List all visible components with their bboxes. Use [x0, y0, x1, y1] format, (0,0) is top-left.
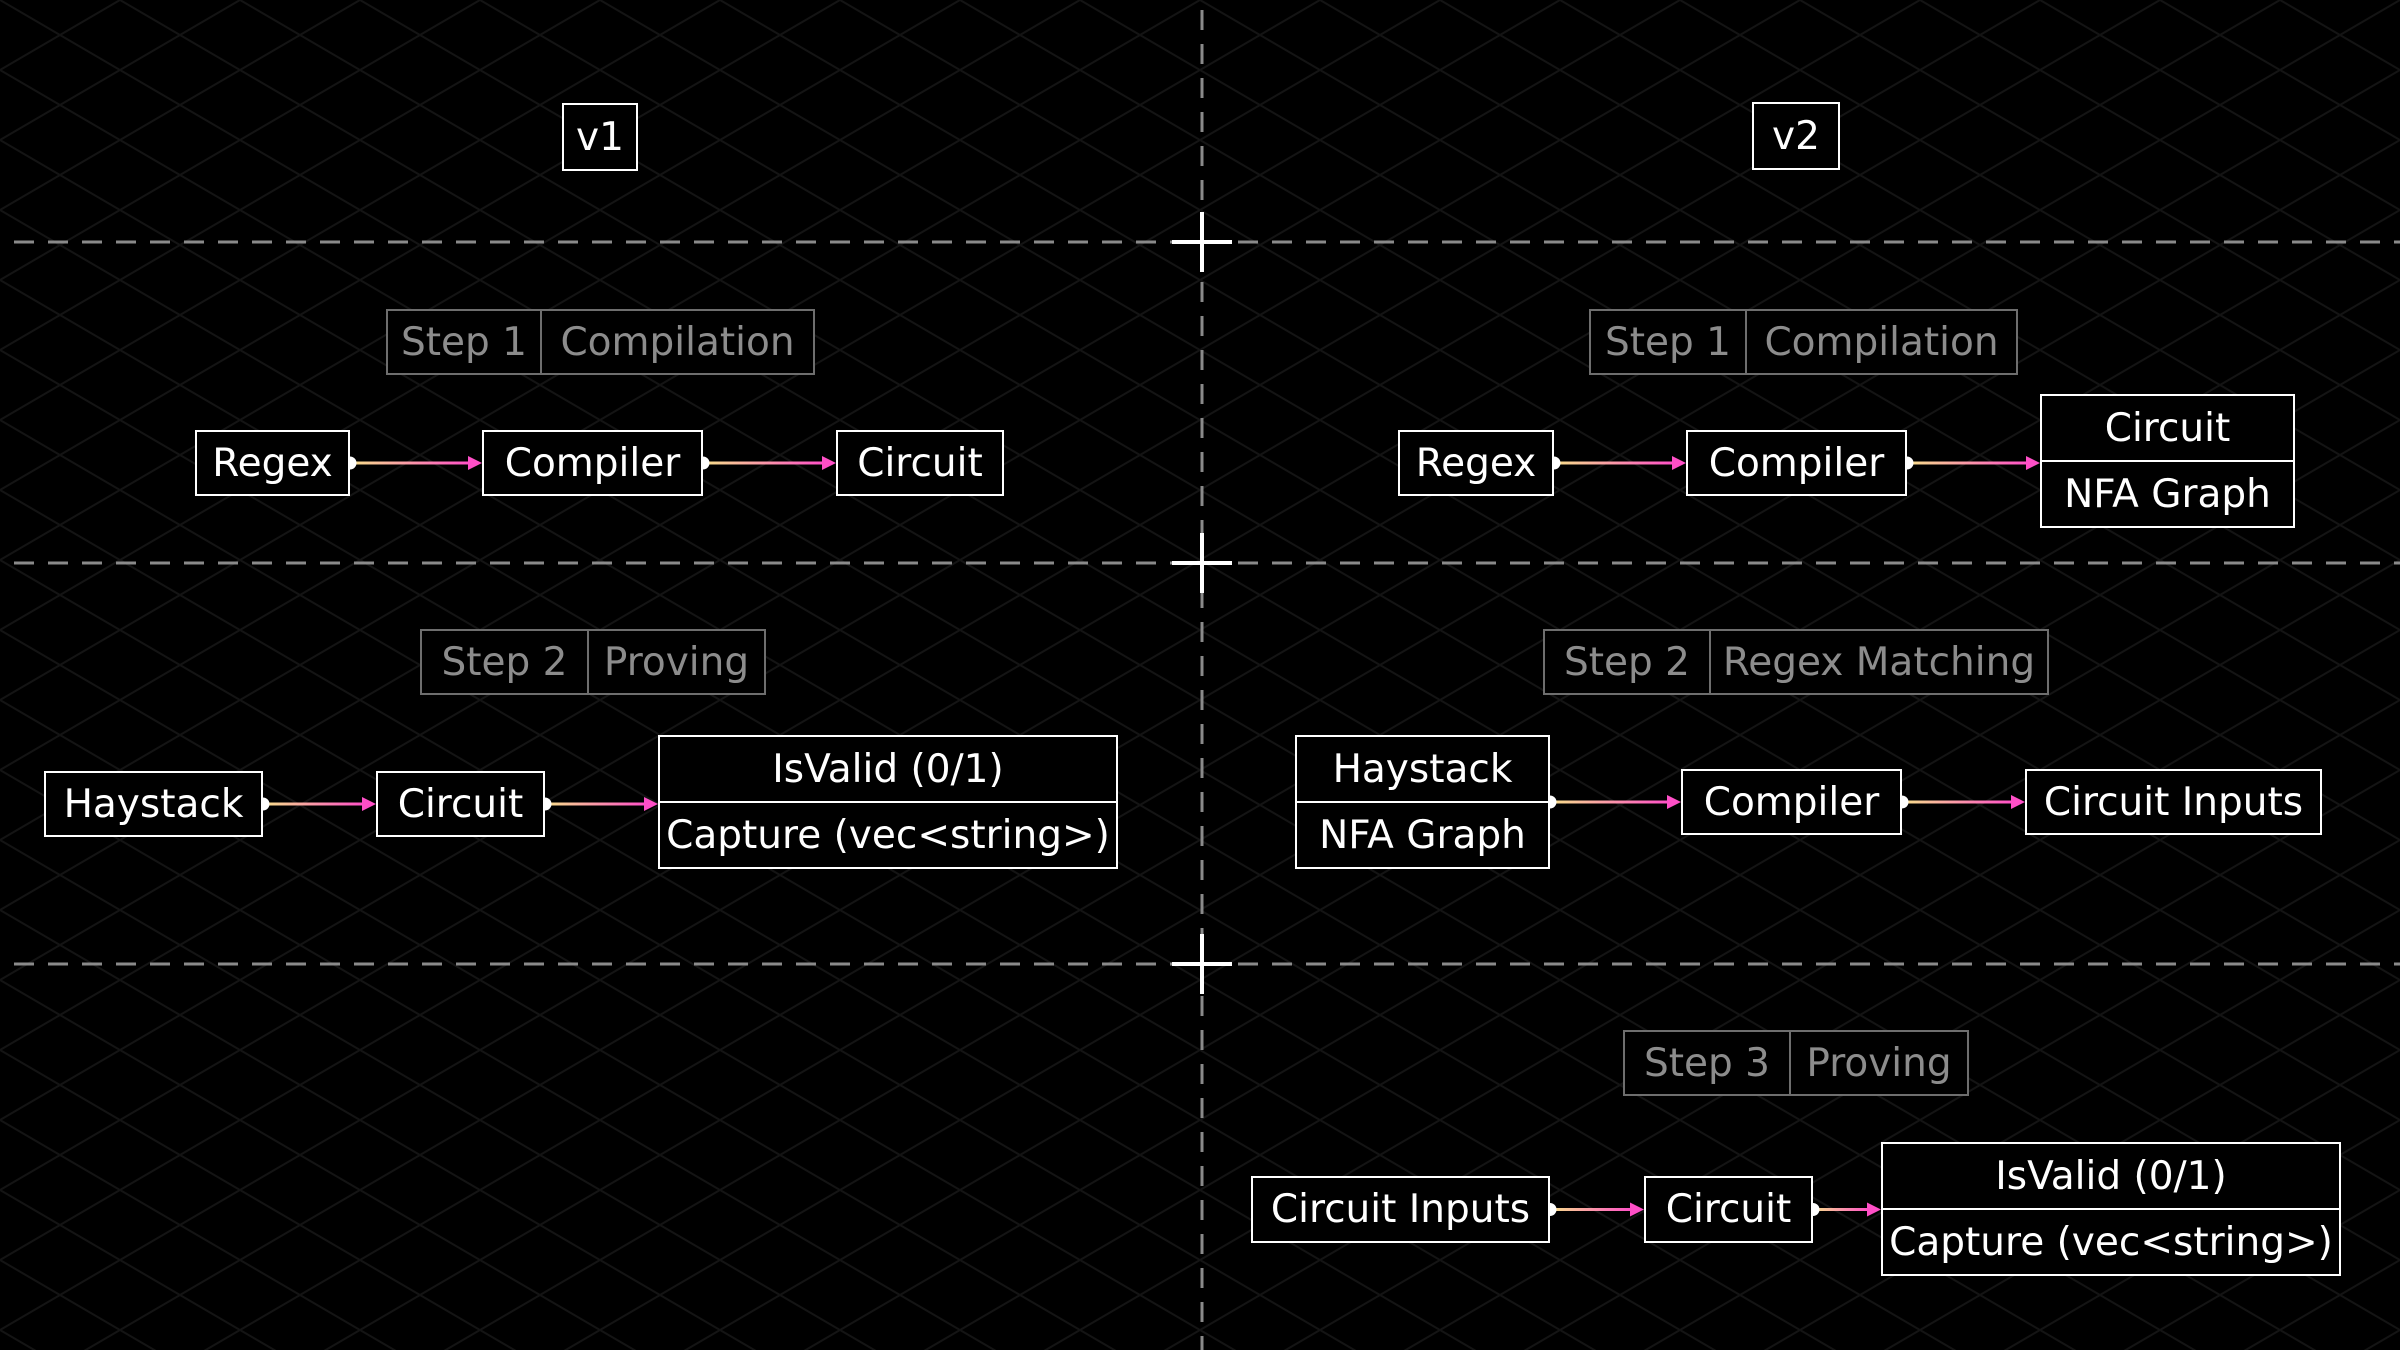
v2-arrow-regex-compiler	[1547, 456, 1686, 470]
cross-marker-3	[1172, 934, 1232, 994]
v2-step2-number: Step 2	[1563, 639, 1690, 685]
v1-arrow-circuit-output	[538, 797, 658, 811]
v1-isvalid-cell: IsValid (0/1)	[772, 746, 1004, 792]
v2-circuit-node-3: Circuit	[1644, 1176, 1813, 1243]
v2-nfa-graph-cell: NFA Graph	[2042, 460, 2293, 526]
v2-circuit-inputs-node: Circuit Inputs	[2025, 769, 2322, 835]
v2-haystack-nfa-stack: Haystack NFA Graph	[1295, 735, 1550, 869]
v1-step2-header: Step 2 Proving	[420, 629, 766, 695]
v2-step1-name: Compilation	[1745, 311, 2016, 373]
v2-step3-name: Proving	[1789, 1032, 1967, 1094]
v1-step2-number: Step 2	[441, 639, 568, 685]
v1-step1-name: Compilation	[540, 311, 813, 373]
v2-circuit-cell: Circuit	[2104, 405, 2231, 451]
v1-haystack-node: Haystack	[44, 771, 263, 837]
v2-arrow-compiler-circuit	[1900, 456, 2040, 470]
v2-step2-header: Step 2 Regex Matching	[1543, 629, 2049, 695]
v1-step1-number: Step 1	[400, 319, 527, 365]
v1-regex-node: Regex	[195, 430, 350, 496]
cross-marker-2	[1172, 533, 1232, 593]
v2-step1-number: Step 1	[1604, 319, 1731, 365]
v2-step2-name: Regex Matching	[1709, 631, 2047, 693]
v2-arrow-inputs-circuit	[1543, 1202, 1644, 1217]
v1-circuit-node: Circuit	[836, 430, 1004, 496]
v2-step3-number: Step 3	[1643, 1040, 1770, 1086]
v1-compiler-node: Compiler	[482, 430, 703, 496]
v2-compiler-node-2: Compiler	[1681, 769, 1902, 835]
v2-arrow-circuit-output	[1806, 1202, 1881, 1217]
cross-marker-1	[1172, 212, 1232, 272]
v1-capture-cell: Capture (vec<string>)	[660, 801, 1116, 867]
v1-circuit-node-2: Circuit	[376, 771, 545, 837]
v2-label: v2	[1752, 102, 1840, 170]
v2-arrow-haystack-compiler	[1543, 795, 1681, 809]
v2-output-stack: IsValid (0/1) Capture (vec<string>)	[1881, 1142, 2341, 1276]
v2-circuit-inputs-node-2: Circuit Inputs	[1251, 1176, 1550, 1243]
v2-step3-header: Step 3 Proving	[1623, 1030, 1969, 1096]
v1-step1-header: Step 1 Compilation	[386, 309, 815, 375]
v2-compiler-node: Compiler	[1686, 430, 1907, 496]
v1-arrow-regex-compiler	[343, 456, 482, 470]
v2-isvalid-cell: IsValid (0/1)	[1995, 1153, 2227, 1199]
v1-output-stack: IsValid (0/1) Capture (vec<string>)	[658, 735, 1118, 869]
v1-label: v1	[562, 103, 638, 171]
v2-capture-cell: Capture (vec<string>)	[1883, 1208, 2339, 1274]
v2-arrow-compiler-inputs	[1895, 795, 2025, 809]
v1-step2-name: Proving	[587, 631, 764, 693]
v2-circuit-nfa-stack: Circuit NFA Graph	[2040, 394, 2295, 528]
v1-arrow-compiler-circuit	[696, 456, 836, 470]
v2-regex-node: Regex	[1398, 430, 1554, 496]
v1-arrow-haystack-circuit	[256, 797, 376, 811]
v2-nfa-graph-input-cell: NFA Graph	[1297, 801, 1548, 867]
v2-step1-header: Step 1 Compilation	[1589, 309, 2018, 375]
v2-haystack-cell: Haystack	[1332, 746, 1513, 792]
